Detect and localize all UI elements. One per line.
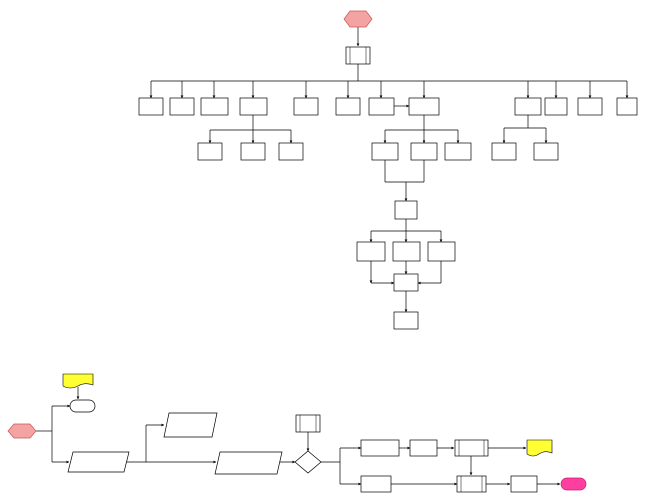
menu-4-sub-node-1 [197, 142, 223, 161]
flow-node-4 [360, 475, 392, 493]
menu-4-sub-node-3 [278, 142, 304, 161]
menu-9-sub-node-1 [491, 142, 517, 161]
menu-node-10 [544, 97, 568, 116]
menu-node-9 [514, 97, 542, 116]
final-step-node [393, 311, 419, 330]
note-top-shape [62, 373, 94, 389]
top-diagram-connectors [149, 27, 629, 313]
menu-node-4 [239, 97, 268, 116]
bottom-end-node [560, 477, 587, 491]
option-node-2 [392, 241, 421, 262]
flow-node-3 [454, 439, 489, 457]
menu-node-3 [200, 97, 229, 116]
menu-node-2 [169, 97, 195, 116]
terminal-small-node [69, 399, 96, 413]
merge-step-node [394, 200, 418, 220]
menu-node-11 [577, 97, 603, 116]
home-2-node [295, 414, 321, 433]
confirm-step-node [393, 273, 419, 292]
menu-8-sub-node-1 [371, 142, 399, 161]
option-node-3 [427, 241, 456, 262]
flow-node-1 [360, 439, 400, 457]
input-node-3 [214, 451, 283, 475]
input-node-2 [163, 412, 218, 438]
note-right-shape [526, 439, 553, 457]
menu-node-1 [138, 97, 164, 116]
decision-node [294, 450, 322, 474]
menu-node-5 [293, 97, 319, 116]
menu-node-12 [616, 97, 638, 116]
flow-node-6 [510, 475, 538, 493]
menu-node-6 [335, 97, 361, 116]
menu-node-7 [368, 97, 395, 116]
input-node-1 [67, 451, 130, 473]
bottom-diagram-connectors [36, 387, 561, 486]
menu-8-sub-node-2 [410, 142, 438, 161]
menu-4-sub-node-2 [240, 142, 266, 161]
menu-node-8 [408, 97, 440, 116]
option-node-1 [356, 241, 386, 262]
menu-8-sub-node-3 [444, 142, 472, 161]
top-start-node [343, 10, 373, 28]
menu-9-sub-node-2 [533, 142, 559, 161]
flow-node-2 [409, 439, 438, 457]
flow-node-5 [456, 475, 487, 493]
bottom-start-node [7, 423, 37, 439]
top-home-node [345, 46, 371, 65]
